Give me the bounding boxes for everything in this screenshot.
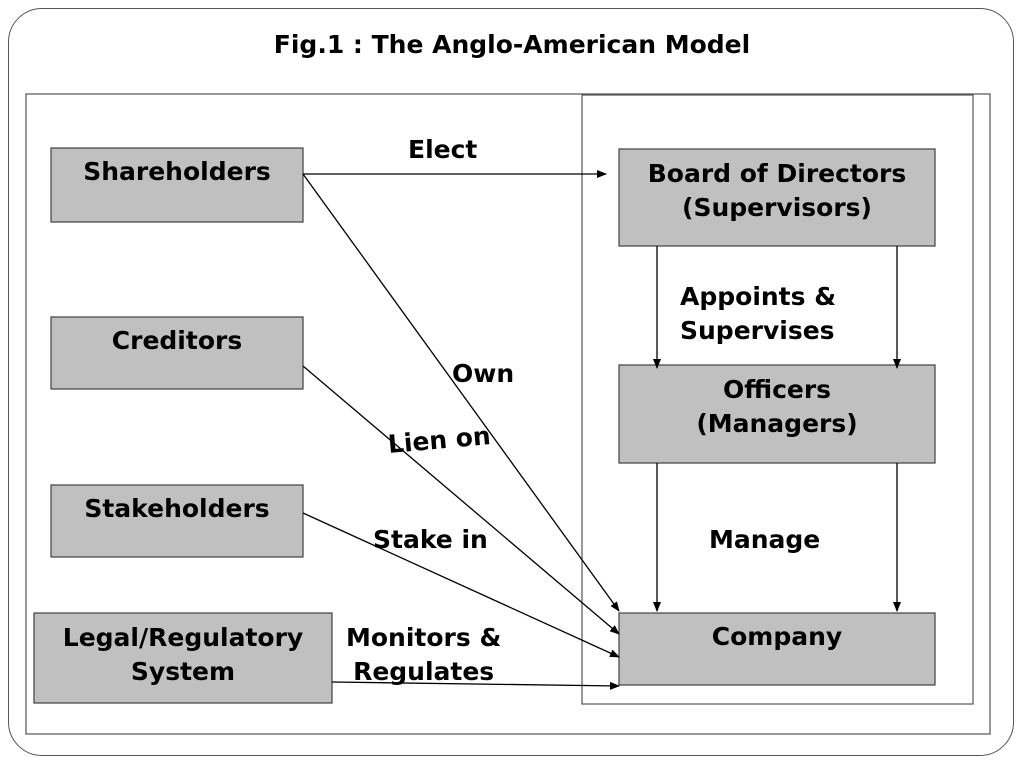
officers-label: Officers (Managers) xyxy=(619,373,935,441)
officers-line-2: (Managers) xyxy=(696,409,858,438)
legal-line-1: Legal/Regulatory xyxy=(62,623,304,652)
lien-on-arrow xyxy=(302,365,620,635)
shareholders-label: Shareholders xyxy=(51,155,303,189)
company-text: Company xyxy=(711,622,843,651)
legal-regulatory-box xyxy=(33,612,333,704)
stakeholders-label: Stakeholders xyxy=(51,492,303,526)
corporation-frame xyxy=(581,94,974,705)
outer-frame xyxy=(25,93,991,735)
company-box xyxy=(618,612,936,686)
board-line-2: (Supervisors) xyxy=(682,193,872,222)
shareholders-box xyxy=(50,147,304,223)
own-label: Own xyxy=(452,359,515,388)
monitors-arrow xyxy=(331,681,620,690)
own-arrow xyxy=(302,173,620,612)
monitors-line-1: Monitors & xyxy=(346,623,502,652)
appoints-label: Appoints & Supervises xyxy=(680,280,836,348)
appoints-line-2: Supervises xyxy=(680,316,835,345)
creditors-label: Creditors xyxy=(51,324,303,358)
monitors-line-2: Regulates xyxy=(353,657,495,686)
company-label: Company xyxy=(619,620,935,654)
figure-title: Fig.1 : The Anglo-American Model xyxy=(273,30,751,59)
elect-label: Elect xyxy=(408,135,478,164)
manage-label: Manage xyxy=(709,525,821,554)
board-line-1: Board of Directors xyxy=(647,159,907,188)
creditors-box xyxy=(50,316,304,390)
appoints-line-1: Appoints & xyxy=(680,282,837,311)
board-of-directors-label: Board of Directors (Supervisors) xyxy=(619,157,935,225)
officers-line-1: Officers xyxy=(722,375,832,404)
stake-in-arrow xyxy=(302,512,620,658)
stakeholders-text: Stakeholders xyxy=(84,494,270,523)
monitors-label: Monitors & Regulates xyxy=(346,621,501,689)
stake-in-label: Stake in xyxy=(373,525,488,554)
legal-line-2: System xyxy=(130,657,236,686)
shareholders-text: Shareholders xyxy=(83,157,271,186)
officers-box xyxy=(618,364,936,464)
stakeholders-box xyxy=(50,484,304,558)
creditors-text: Creditors xyxy=(111,326,243,355)
legal-regulatory-label: Legal/Regulatory System xyxy=(34,621,332,689)
board-of-directors-box xyxy=(618,148,936,247)
